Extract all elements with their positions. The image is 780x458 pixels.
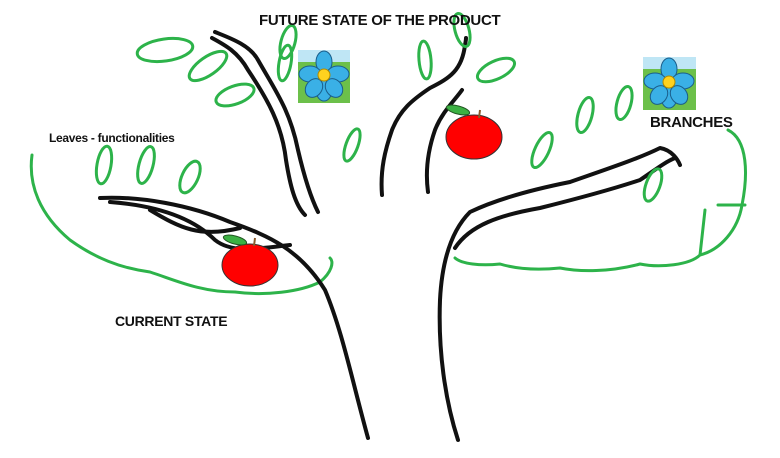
leaf bbox=[575, 96, 595, 134]
leaf bbox=[475, 56, 517, 84]
leaf bbox=[276, 43, 294, 83]
current-state-label: CURRENT STATE bbox=[115, 313, 228, 329]
leaves-label: Leaves - functionalities bbox=[49, 131, 175, 145]
leaf bbox=[187, 49, 229, 83]
leaf bbox=[136, 145, 156, 185]
leaf bbox=[94, 144, 114, 186]
leaf bbox=[135, 36, 195, 64]
leaf bbox=[642, 167, 664, 203]
flower-icon bbox=[643, 57, 696, 110]
leaf bbox=[214, 82, 256, 108]
leaf bbox=[452, 11, 472, 49]
leaf bbox=[178, 159, 202, 195]
leaf bbox=[417, 39, 433, 81]
flower-icon bbox=[298, 50, 350, 103]
apple-icon bbox=[445, 104, 503, 160]
leaves bbox=[94, 11, 664, 203]
leaf bbox=[278, 23, 298, 61]
leaf bbox=[530, 131, 554, 169]
trunk-and-branches bbox=[98, 30, 682, 442]
apple-icon bbox=[221, 234, 279, 287]
canopy-right-stub bbox=[698, 203, 747, 257]
title-label: FUTURE STATE OF THE PRODUCT bbox=[259, 12, 501, 29]
leaf bbox=[614, 84, 634, 122]
leaf bbox=[342, 127, 362, 163]
branches-label: BRANCHES bbox=[650, 114, 733, 131]
